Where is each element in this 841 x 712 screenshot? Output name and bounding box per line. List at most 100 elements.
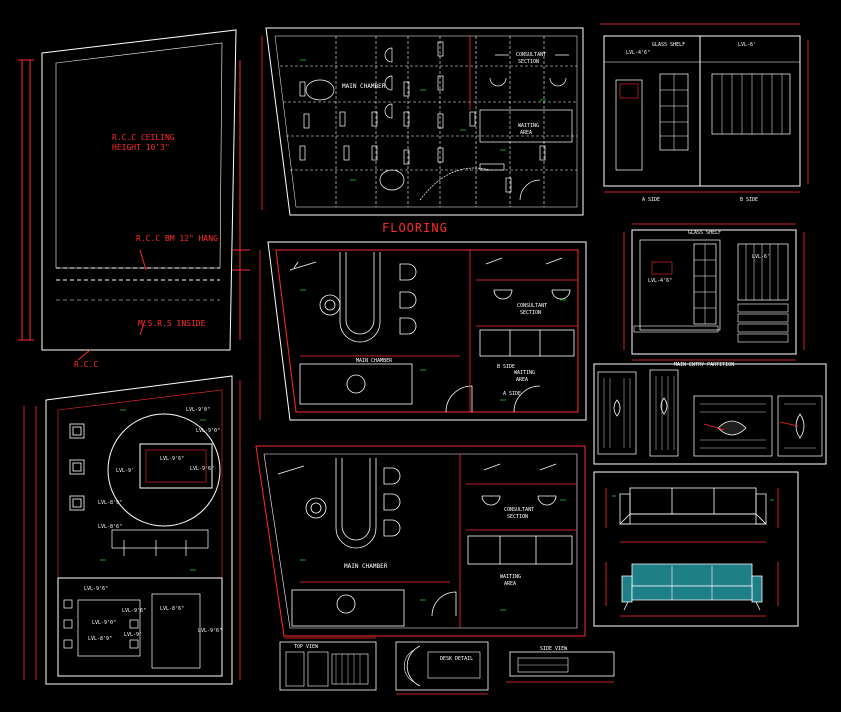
plan2-inner	[263, 453, 578, 629]
false-ceiling-plan	[23, 375, 241, 685]
flooring-inner	[274, 35, 578, 208]
plan2-main-chamber: MAIN CHAMBER	[344, 563, 388, 570]
flooring-waiting-2: AREA	[520, 130, 532, 136]
msrs-label: M.S.R.S INSIDE	[138, 319, 206, 328]
plan2-consultant-1: CONSULTANT	[504, 507, 534, 513]
elev-b-side: B SIDE	[740, 197, 758, 203]
ceiling-lower-rect-2	[151, 593, 201, 669]
flooring-plan	[261, 27, 584, 216]
elev-ab-glass-shelf: GLASS SHELF	[652, 42, 685, 48]
fc-level-3: LVL-9'6"	[190, 466, 214, 472]
fc-level-14: LVL-9'6"	[198, 628, 222, 634]
plan2-consultant-2: SECTION	[507, 514, 528, 520]
fc-level-13: LVL-9'	[124, 632, 142, 638]
fc-level-10: LVL-8'9"	[88, 636, 112, 642]
entry-partition-frame	[593, 363, 827, 465]
partition-panel-1	[597, 371, 637, 455]
flooring-waiting-1: WAITING	[518, 123, 539, 129]
sofa-colored	[621, 563, 763, 611]
fc-level-2: LVL-9'6"	[160, 456, 184, 462]
chairs-flooring	[305, 47, 573, 201]
detail-table-c	[506, 651, 615, 683]
fc-level-1: LVL-9'0"	[186, 407, 210, 413]
flooring-outline	[265, 27, 584, 216]
plan1-waiting-1: WAITING	[514, 370, 535, 376]
ceiling-green-marks	[100, 409, 206, 571]
ceiling-strip	[111, 529, 209, 549]
furniture-plan-2	[255, 445, 586, 637]
elevation-ab	[600, 23, 809, 193]
elevation-c-outline	[631, 229, 797, 355]
partition-motifs	[613, 397, 805, 439]
elev-a-side: A SIDE	[642, 197, 660, 203]
partition-panel-3	[693, 395, 773, 457]
ceiling-lower-panel	[57, 577, 223, 677]
elev-c-lvl: LVL-4'6"	[648, 278, 672, 284]
plan1-walls	[275, 249, 579, 413]
ceiling-title-2: HEIGHT 10'3"	[112, 143, 170, 152]
elev-ab-lvl-2: LVL-6'	[738, 42, 756, 48]
sofa-elevations	[593, 471, 799, 627]
elev-c-glass-shelf-label: GLASS SHELF	[688, 230, 721, 236]
plan2-waiting-2: AREA	[504, 581, 516, 587]
plan1-b-side: B SIDE	[497, 364, 515, 370]
ceiling-section	[18, 29, 250, 361]
fc-level-7: LVL-8'6"	[98, 524, 122, 530]
elev-ab-lvl: LVL-4'6"	[626, 50, 650, 56]
ceiling-outline	[41, 29, 237, 351]
floor-inserts	[299, 41, 546, 193]
furniture-plan-1	[259, 241, 587, 421]
rcc-label: R.C.C	[74, 360, 98, 369]
flooring-consultant-2: SECTION	[518, 59, 539, 65]
flooring-green-marks	[300, 59, 546, 181]
fc-level-6: LVL-9'0"	[196, 428, 220, 434]
partition-panel-2	[649, 369, 679, 457]
elev-c-panel	[737, 243, 789, 301]
plan1-green-marks	[300, 289, 566, 401]
elev-c-lvl-2: LVL-6'	[752, 254, 770, 260]
fc-level-5: LVL-8'9"	[98, 500, 122, 506]
detail-table-a	[279, 637, 377, 691]
leader-msrs	[139, 319, 146, 336]
plan1-a-side: A SIDE	[503, 391, 521, 397]
plan2-outline	[255, 445, 586, 637]
sofa-outline-top	[619, 487, 767, 525]
detail-table-b	[395, 641, 489, 695]
plan1-outline	[267, 241, 587, 421]
fc-level-12: LVL-8'6"	[160, 606, 184, 612]
plan1-consultant-1: CONSULTANT	[517, 303, 547, 309]
plan2-green-marks	[300, 499, 566, 611]
plan1-waiting-2: AREA	[516, 377, 528, 383]
elev-b-panel	[711, 73, 791, 135]
flooring-main-chamber: MAIN CHAMBER	[342, 83, 386, 90]
elevation-ab-outline	[603, 35, 801, 187]
fc-level-9: LVL-9'0"	[92, 620, 116, 626]
entry-partition-title: MAIN ENTRY PARTITION	[674, 362, 734, 368]
flooring-consultant-1: CONSULTANT	[516, 52, 546, 58]
fc-level-8: LVL-9'6"	[84, 586, 108, 592]
leader-beam	[139, 249, 147, 271]
leader-rcc	[77, 349, 91, 361]
entry-partition	[593, 363, 827, 465]
elev-c-drawers	[737, 303, 789, 343]
ceiling-lower-rect-1	[77, 599, 141, 657]
ceiling-circle	[107, 413, 221, 527]
plan1-consultant-2: SECTION	[520, 310, 541, 316]
detail-a-title: TOP VIEW	[294, 644, 319, 650]
fc-level-11: LVL-9'6"	[122, 608, 146, 614]
false-ceiling-outline	[45, 375, 233, 685]
detail-b-title: DESK DETAIL	[440, 656, 473, 662]
ceiling-rect-center	[139, 443, 213, 489]
plan2-furniture	[277, 458, 573, 627]
plan1-furniture	[289, 252, 575, 413]
ceiling-light-boxes	[69, 423, 85, 511]
partition-panel-4	[777, 395, 823, 457]
beam-label: R.C.C BM 12" HANG	[136, 234, 218, 243]
detail-c-title: SIDE VIEW	[540, 646, 568, 652]
tile-grid	[280, 36, 577, 207]
ceiling-lights-lower	[63, 599, 139, 649]
fc-level-4: LVL-9'	[116, 468, 134, 474]
ceiling-inner	[55, 42, 223, 269]
elev-a-cabinet	[615, 79, 643, 171]
